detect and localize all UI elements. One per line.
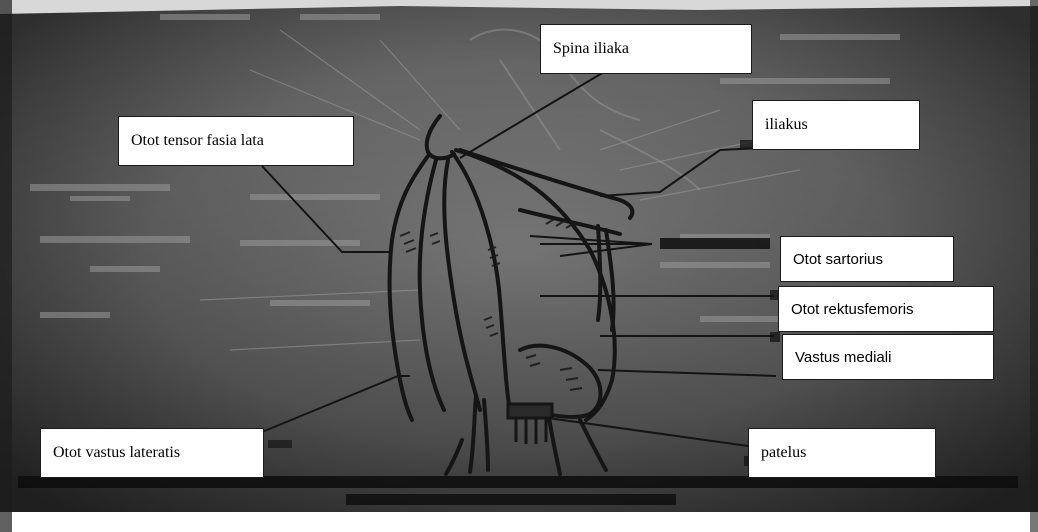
label-vastus-lateratis: Otot vastus lateratis [40,428,264,478]
label-vastus-mediali: Vastus mediali [782,334,994,380]
label-iliakus: iliakus [752,100,920,150]
label-patelus-text: patelus [761,444,806,462]
label-tensor-fasia-lata-text: Otot tensor fasia lata [131,132,264,150]
label-iliakus-text: iliakus [765,116,808,134]
label-sartorius: Otot sartorius [780,236,954,282]
label-vastus-lateratis-text: Otot vastus lateratis [53,444,180,462]
label-rektusfemoris: Otot rektusfemoris [778,286,994,332]
label-vastus-mediali-text: Vastus mediali [795,349,891,366]
label-spina-iliaka: Spina iliaka [540,24,752,74]
label-spina-iliaka-text: Spina iliaka [553,40,629,58]
label-patelus: patelus [748,428,936,478]
label-sartorius-text: Otot sartorius [793,251,883,268]
label-rektusfemoris-text: Otot rektusfemoris [791,301,914,318]
label-tensor-fasia-lata: Otot tensor fasia lata [118,116,354,166]
